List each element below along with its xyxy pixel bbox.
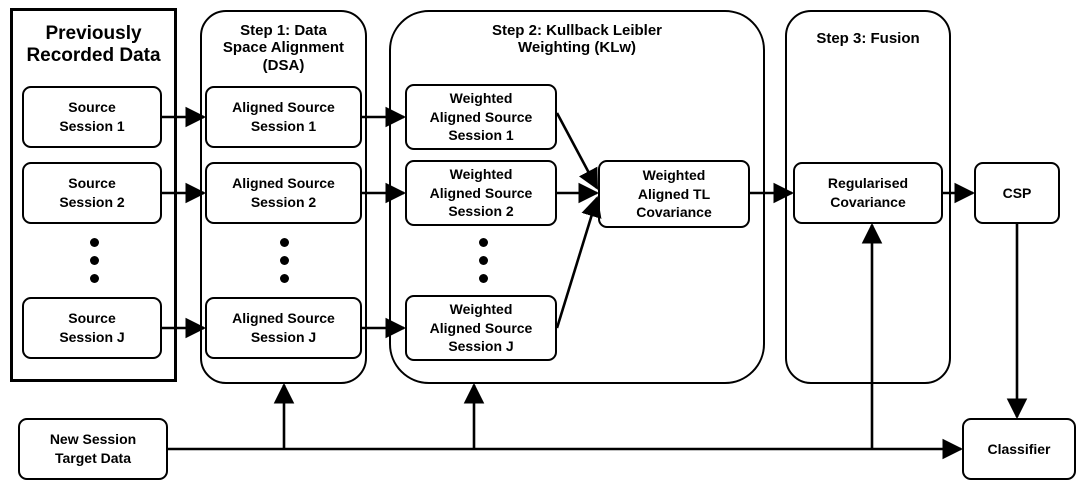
arrow-weighted1-to-tl <box>555 112 599 190</box>
previously-recorded-data-title: Previously Recorded Data <box>26 23 161 66</box>
source-session-j-box: Source Session J <box>22 297 162 359</box>
source-session-2-box: Source Session 2 <box>22 162 162 224</box>
ellipsis-dot <box>479 238 488 247</box>
step2-title: Step 2: Kullback Leibler Weighting (KLw) <box>491 22 663 57</box>
aligned-source-session-2-box: Aligned Source Session 2 <box>205 162 362 224</box>
new-session-target-data-box: New Session Target Data <box>18 418 168 480</box>
ellipsis-dot <box>90 256 99 265</box>
ellipsis-dot <box>479 274 488 283</box>
step1-title: Step 1: Data Space Alignment (DSA) <box>222 22 345 74</box>
arrow-weightedj-to-tl <box>555 196 602 329</box>
source-session-1-box: Source Session 1 <box>22 86 162 148</box>
weighted-aligned-source-session-j-box: Weighted Aligned Source Session J <box>405 295 557 361</box>
ellipsis-dot <box>280 256 289 265</box>
weighted-aligned-source-session-2-box: Weighted Aligned Source Session 2 <box>405 160 557 226</box>
ellipsis-dot <box>280 238 289 247</box>
ellipsis-dot <box>280 274 289 283</box>
ellipsis-dot <box>90 238 99 247</box>
ellipsis-dot <box>90 274 99 283</box>
ellipsis-dot <box>479 256 488 265</box>
step3-title: Step 3: Fusion <box>816 30 920 47</box>
regularised-covariance-box: Regularised Covariance <box>793 162 943 224</box>
csp-box: CSP <box>974 162 1060 224</box>
aligned-source-session-1-box: Aligned Source Session 1 <box>205 86 362 148</box>
